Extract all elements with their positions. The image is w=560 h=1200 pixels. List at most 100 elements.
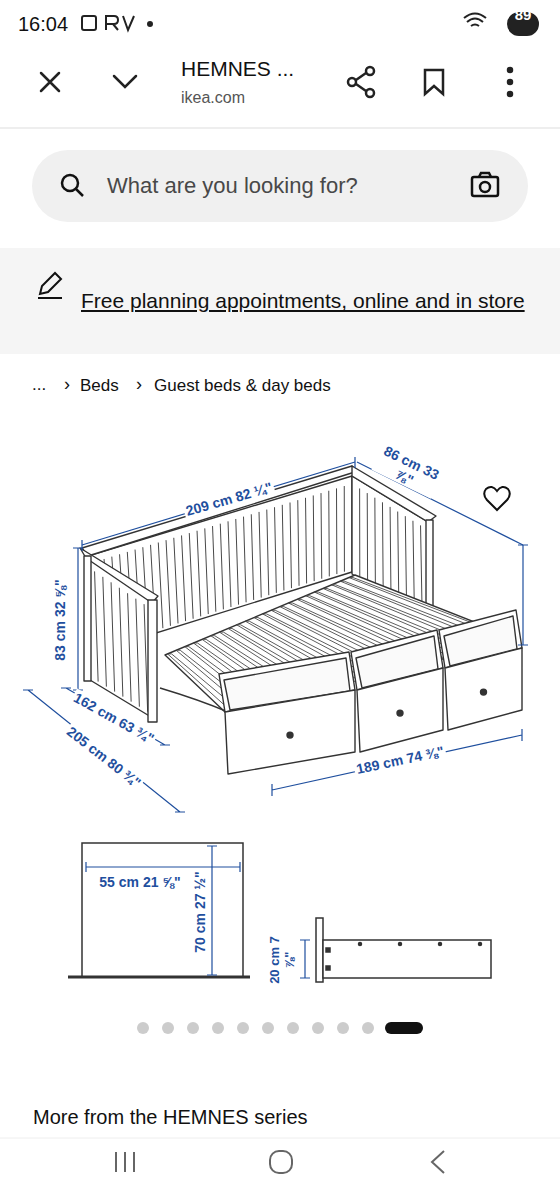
ui-text: HEMNES ... <box>181 57 294 81</box>
side-rail-dim <box>300 940 310 978</box>
left-arm <box>103 577 107 687</box>
right-arm <box>413 521 414 610</box>
search-icons <box>479 173 491 177</box>
pencil-icon <box>38 273 62 298</box>
carousel-dots <box>262 1022 274 1034</box>
back-panel <box>174 538 178 624</box>
dimension-label: 55 cm 21 ⅝" <box>97 874 182 890</box>
right-arm <box>390 507 392 595</box>
toolbar-icons <box>366 67 374 75</box>
toolbar-icons <box>508 92 512 96</box>
status-icons <box>123 16 134 30</box>
nav-icons <box>116 1152 134 1172</box>
toolbar-divider <box>0 128 560 129</box>
node-text: What are you looking for? <box>107 168 508 203</box>
toolbar-icons <box>348 78 356 86</box>
search-field <box>32 150 528 222</box>
back-panel <box>166 540 170 626</box>
right-arm <box>374 498 376 586</box>
side-rail-view <box>359 943 362 946</box>
end-panel-view <box>82 843 243 977</box>
search-icons <box>76 189 83 196</box>
back-panel <box>189 533 193 619</box>
back-panel <box>336 488 337 574</box>
search-icons <box>480 182 490 192</box>
node-text: Free planning appointments, online and i… <box>81 284 530 318</box>
back-panel <box>213 526 216 612</box>
end-panel-view <box>68 843 250 977</box>
carousel-dots <box>212 1022 224 1034</box>
ui-text: ... <box>32 375 46 395</box>
back-panel <box>251 514 253 600</box>
back-panel <box>328 491 330 577</box>
back-panel <box>298 500 299 586</box>
carousel-dots <box>237 1022 249 1034</box>
back-panel <box>282 505 284 591</box>
drawer <box>439 610 522 730</box>
end-panel-dims <box>86 862 240 872</box>
right-arm <box>398 512 399 601</box>
back-panel <box>236 519 239 605</box>
nav-divider <box>0 1138 560 1139</box>
right-arm <box>382 502 384 590</box>
dimension-lines <box>82 457 355 551</box>
toolbar-icons <box>114 76 136 87</box>
back-panel <box>306 498 307 584</box>
banner-link: Free planning appointments, online and i… <box>0 248 560 354</box>
drawer <box>481 689 487 695</box>
carousel-dots <box>312 1022 324 1034</box>
toolbar-icons <box>41 73 59 91</box>
ui-text: › <box>136 374 142 395</box>
banner-band <box>0 248 560 354</box>
side-rail-view <box>399 943 402 946</box>
side-rail-view <box>316 918 491 982</box>
back-panel <box>313 495 315 581</box>
end-panel-dims <box>207 846 217 975</box>
dimension-label: 83 cm 32 ⅝" <box>52 577 68 662</box>
dimension-lines <box>522 545 523 645</box>
drawer <box>225 690 355 774</box>
back-panel <box>228 521 231 607</box>
drawer <box>397 710 403 716</box>
ui-text: 16:04 <box>18 13 68 36</box>
dimension-lines <box>23 457 528 812</box>
back-panel <box>197 531 201 617</box>
end-panel-view <box>68 976 250 979</box>
left-arm <box>119 588 123 697</box>
left-back-post <box>84 556 91 681</box>
back-panel <box>259 512 261 598</box>
nav-bar <box>0 1138 560 1200</box>
toolbar-icons <box>508 68 512 72</box>
back-panel <box>220 524 223 610</box>
right-arm <box>359 488 360 576</box>
ui-text: 89 <box>515 6 532 23</box>
ui-text: More from the HEMNES series <box>33 1106 308 1129</box>
back-panel <box>267 510 269 596</box>
drawer <box>287 732 293 738</box>
carousel-dots <box>337 1022 349 1034</box>
dimension-lines <box>272 729 522 796</box>
status-icons <box>464 14 486 27</box>
ui-text: ikea.com <box>181 89 245 107</box>
back-panel <box>344 486 345 572</box>
carousel-dots <box>287 1022 299 1034</box>
side-rail-view <box>439 943 442 946</box>
toolbar-icons <box>366 89 374 97</box>
ui-text: › <box>64 374 70 395</box>
carousel-dots <box>137 1022 374 1034</box>
back-panel <box>290 503 291 589</box>
search-field: What are you looking for? <box>32 150 528 222</box>
toolbar-icons <box>508 80 512 84</box>
back-panel <box>182 535 186 621</box>
left-arm <box>144 604 148 712</box>
drawer <box>219 652 355 774</box>
dimension-lines <box>82 462 355 545</box>
search-icons <box>62 175 78 191</box>
dimension-lines <box>73 548 83 690</box>
back-panel <box>275 507 277 593</box>
toolbar-icons <box>425 70 443 94</box>
back-panel <box>205 528 208 614</box>
carousel-active <box>385 1022 423 1034</box>
side-rail-view <box>316 918 323 982</box>
status-icons <box>82 13 538 35</box>
